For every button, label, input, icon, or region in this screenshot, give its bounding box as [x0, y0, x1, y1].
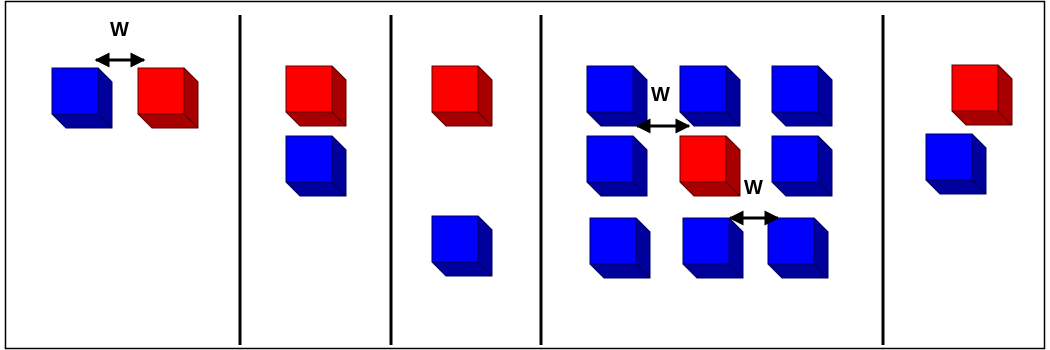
- cube-front-face: [771, 65, 819, 113]
- diagram-frame: [4, 0, 1046, 350]
- cube-front-face: [137, 67, 185, 115]
- red-cube: [285, 65, 347, 127]
- spacing-label: W: [744, 177, 763, 199]
- blue-cube: [589, 217, 651, 279]
- spacing-annotation-1: W: [94, 19, 146, 68]
- cube-front-face: [951, 64, 999, 112]
- cube-front-face: [285, 65, 333, 113]
- red-cube: [431, 65, 493, 127]
- blue-cube: [586, 65, 648, 127]
- cube-front-face: [285, 135, 333, 183]
- cube-front-face: [586, 65, 634, 113]
- blue-cube: [925, 133, 987, 195]
- cube-front-face: [679, 135, 727, 183]
- blue-cube: [51, 67, 113, 129]
- panel-4: [586, 65, 833, 279]
- red-cube: [679, 135, 741, 197]
- cube-front-face: [679, 65, 727, 113]
- spacing-annotation-2: W: [635, 84, 691, 134]
- blue-cube: [431, 215, 493, 277]
- cube-front-face: [589, 217, 637, 265]
- panel-2: [285, 65, 347, 197]
- blue-cube: [586, 135, 648, 197]
- cube-front-face: [431, 215, 479, 263]
- blue-cube: [285, 135, 347, 197]
- cube-front-face: [767, 217, 815, 265]
- red-cube: [137, 67, 199, 129]
- blue-cube: [771, 65, 833, 127]
- spacing-label: W: [651, 84, 670, 106]
- cube-front-face: [682, 217, 730, 265]
- blue-cube: [771, 135, 833, 197]
- panel-3: [431, 65, 493, 277]
- panel-1: [51, 67, 199, 129]
- cube-front-face: [51, 67, 99, 115]
- cube-front-face: [586, 135, 634, 183]
- spacing-label: W: [110, 19, 129, 41]
- panel-dividers: [238, 15, 885, 345]
- blue-cube: [767, 217, 829, 279]
- spacing-annotation-3: W: [728, 177, 780, 226]
- red-cube: [951, 64, 1013, 126]
- cube-front-face: [925, 133, 973, 181]
- cube-front-face: [771, 135, 819, 183]
- blue-cube: [679, 65, 741, 127]
- panel-5: [925, 64, 1013, 195]
- blue-cube: [682, 217, 744, 279]
- cube-front-face: [431, 65, 479, 113]
- cubes-layer: [51, 64, 1013, 279]
